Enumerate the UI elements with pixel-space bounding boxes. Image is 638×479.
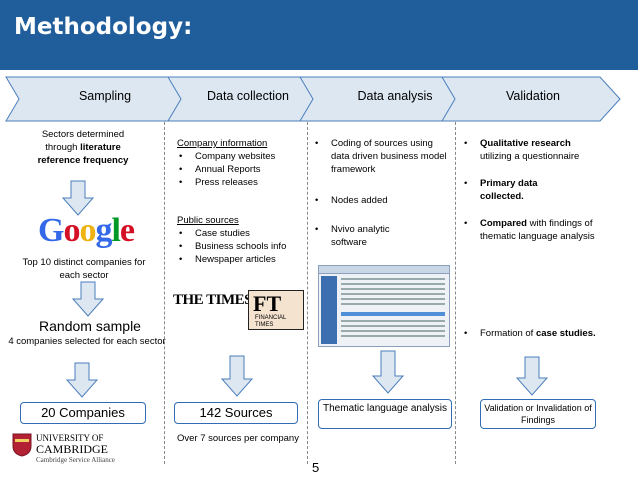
stage-label-sampling: Sampling [78, 89, 132, 103]
list-item: Business schools info [177, 240, 305, 253]
top10-text: Top 10 distinct companies for each secto… [22, 257, 146, 281]
column-divider [164, 122, 165, 464]
stage-label-data-collection: Data collection [207, 89, 289, 103]
google-logo: Google [38, 212, 135, 249]
page-number: 5 [312, 460, 320, 475]
column-divider [307, 122, 308, 464]
crest-icon [12, 433, 32, 457]
four-companies-text: 4 companies selected for each sector [8, 336, 166, 347]
down-arrow-icon [372, 350, 404, 394]
public-sources-section: Public sources Case studies Business sch… [177, 214, 305, 266]
list-item: Press releases [177, 176, 305, 189]
nvivo-screenshot [318, 265, 450, 347]
header-bar [0, 0, 638, 70]
down-arrow-icon [516, 356, 548, 396]
thematic-box: Thematic language analysis [318, 399, 452, 429]
list-item: Nodes added [313, 194, 453, 207]
page-title: Methodology: [14, 14, 193, 40]
sectors-text: Sectors determined through literature re… [37, 129, 129, 166]
chevron-validation [441, 76, 621, 122]
down-arrow-icon [62, 180, 94, 216]
ft-logo: FT FINANCIAL TIMES [248, 290, 304, 330]
list-item: Formation of case studies. [462, 327, 602, 340]
column-divider [455, 122, 456, 464]
list-item: Coding of sources using data driven busi… [313, 137, 453, 176]
sources-box: 142 Sources [174, 402, 298, 424]
list-item: Nvivo analytic software [313, 223, 423, 249]
validation-list-2: Formation of case studies. [462, 327, 602, 340]
list-item: Newspaper articles [177, 253, 305, 266]
list-item: Company websites [177, 150, 305, 163]
down-arrow-icon [221, 355, 253, 397]
list-item: Compared with findings of thematic langu… [462, 217, 602, 243]
company-info-section: Company information Company websites Ann… [177, 137, 305, 189]
analysis-list: Coding of sources using data driven busi… [313, 137, 453, 249]
stage-chevron-band [5, 76, 621, 122]
companies-box: 20 Companies [20, 402, 146, 424]
list-item: Annual Reports [177, 163, 305, 176]
list-item: Case studies [177, 227, 305, 240]
list-item: Primary data collected. [462, 177, 582, 203]
down-arrow-icon [66, 362, 98, 398]
stage-label-validation: Validation [506, 89, 560, 103]
over7-text: Over 7 sources per company [177, 433, 299, 444]
stage-label-data-analysis: Data analysis [357, 89, 433, 103]
down-arrow-icon [72, 281, 104, 317]
the-times-logo: THE TIMES [173, 292, 253, 308]
validation-box: Validation or Invalidation of Findings [480, 399, 596, 429]
random-sample-label: Random sample [39, 318, 141, 334]
